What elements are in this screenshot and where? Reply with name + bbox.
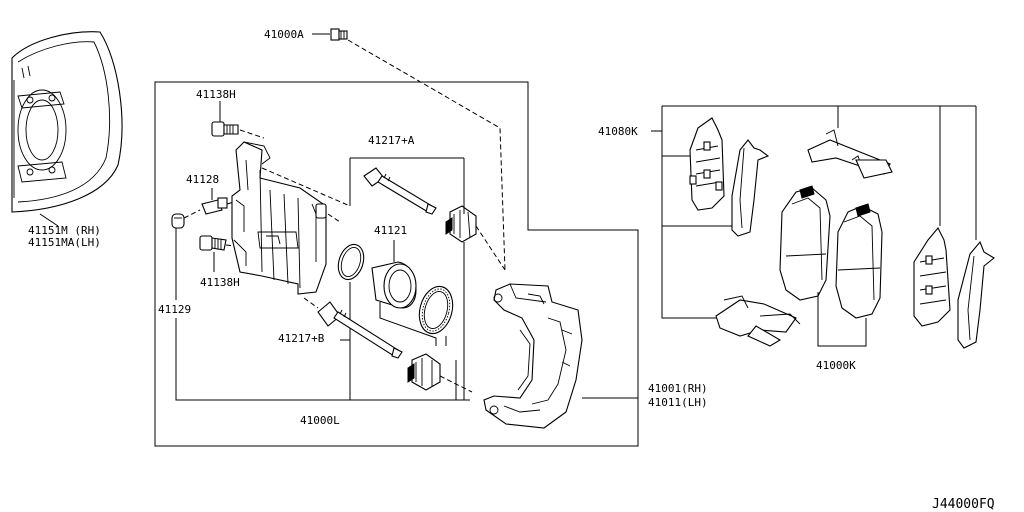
backing-plate-drawing — [11, 31, 123, 227]
bolt-lower-drawing — [199, 235, 227, 251]
shim-3-drawing — [913, 227, 951, 327]
shim-kit-label: 41080K — [598, 125, 638, 138]
bolt-lower-label: 41138H — [200, 276, 240, 289]
caliper-rh-label: 41001(RH) — [648, 382, 708, 395]
dust-boot-ring-drawing — [418, 285, 454, 335]
pad-kit-label: 41000K — [816, 359, 856, 372]
clip-upper-drawing — [807, 129, 893, 179]
brake-pad-2-drawing — [835, 203, 883, 319]
piston-drawing — [371, 261, 417, 309]
shim-kit-bracket — [661, 105, 977, 319]
brake-pad-1-drawing — [779, 185, 831, 301]
boot-b-drawing — [407, 353, 441, 391]
caliper-assy-l-label: 41000L — [300, 414, 340, 427]
caliper-lh-label: 41011(LH) — [648, 396, 708, 409]
piston-seal-drawing — [337, 243, 365, 281]
piston-label: 41121 — [374, 224, 407, 237]
pad-kit-bracket — [817, 292, 867, 347]
cap-label: 41129 — [158, 303, 191, 316]
caliper-bracket-drawing — [483, 283, 583, 429]
guide-pin-b-drawing — [317, 301, 403, 359]
caliper-assy-a-label: 41000A — [264, 28, 304, 41]
shim-4-drawing — [957, 240, 995, 349]
boot-a-drawing — [445, 205, 477, 243]
caliper-assembly-box — [154, 81, 639, 447]
pin-b-label: 41217+B — [278, 332, 325, 345]
bleeder-cap-drawing — [171, 213, 185, 229]
caliper-body-drawing — [231, 141, 327, 295]
bolt-41000a-drawing — [330, 28, 348, 41]
backplate-rh-label: 41151M (RH) — [28, 224, 101, 237]
bleeder-screw-drawing — [201, 197, 228, 215]
bolt-upper-drawing — [211, 121, 239, 137]
shim-2-drawing — [731, 139, 770, 237]
clip-lower-drawing — [715, 295, 801, 347]
bleeder-label: 41128 — [186, 173, 219, 186]
diagram-id: J44000FQ — [932, 497, 995, 512]
shim-1-drawing — [689, 117, 725, 211]
bolt-upper-label: 41138H — [196, 88, 236, 101]
backplate-lh-label: 41151MA(LH) — [28, 236, 101, 249]
pin-a-label: 41217+A — [368, 134, 415, 147]
guide-pin-a-drawing — [363, 167, 437, 215]
